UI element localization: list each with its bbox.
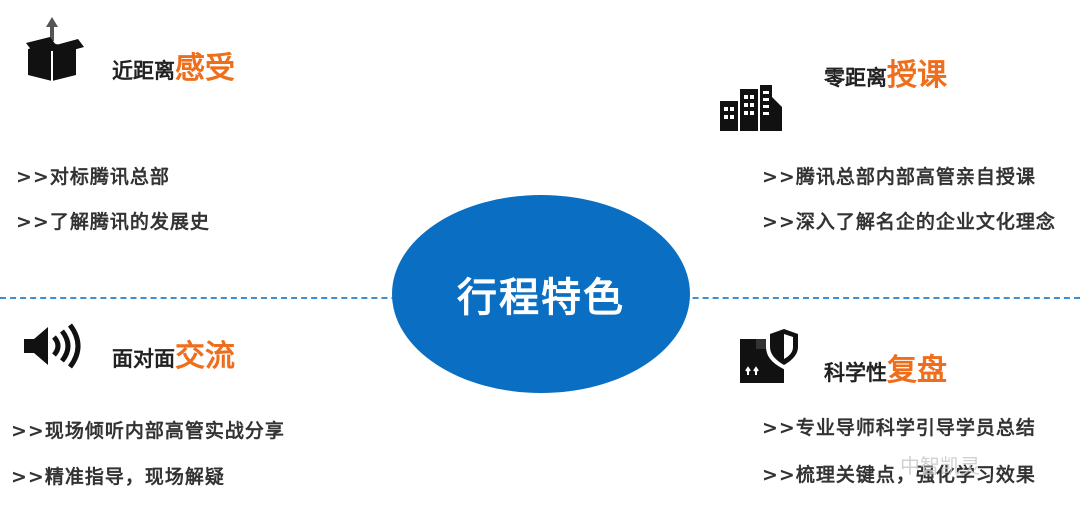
watermark-text: 中智凯灵	[900, 454, 980, 478]
list-item: >>现场倾听内部高管实战分享	[11, 420, 285, 442]
center-ellipse: 行程特色	[392, 195, 690, 393]
heading-top-right: 零距离授课	[824, 50, 947, 94]
list-item: >>精准指导，现场解疑	[11, 466, 225, 488]
heading-accent: 复盘	[887, 353, 947, 388]
list-item: >>了解腾讯的发展史	[16, 211, 210, 233]
heading-prefix: 零距离	[824, 66, 887, 90]
heading-prefix: 科学性	[824, 361, 887, 385]
speaker-icon	[24, 323, 81, 369]
heading-top-left: 近距离感受	[112, 43, 235, 87]
list-item: >>腾讯总部内部高管亲自授课	[762, 166, 1036, 188]
heading-accent: 感受	[175, 51, 235, 86]
heading-bottom-left: 面对面交流	[112, 331, 235, 375]
list-item: >>对标腾讯总部	[16, 166, 170, 188]
heading-prefix: 面对面	[112, 347, 175, 371]
center-title: 行程特色	[457, 275, 625, 321]
open-box-icon	[26, 17, 84, 81]
shield-box-icon	[740, 325, 802, 383]
heading-bottom-right: 科学性复盘	[824, 345, 947, 389]
list-item: >>梳理关键点，强化学习效果	[762, 464, 1036, 486]
heading-prefix: 近距离	[112, 59, 175, 83]
list-item: >>深入了解名企的企业文化理念	[762, 211, 1056, 233]
heading-accent: 授课	[887, 58, 947, 93]
heading-accent: 交流	[175, 339, 235, 374]
list-item: >>专业导师科学引导学员总结	[762, 417, 1036, 439]
buildings-icon	[720, 85, 782, 131]
